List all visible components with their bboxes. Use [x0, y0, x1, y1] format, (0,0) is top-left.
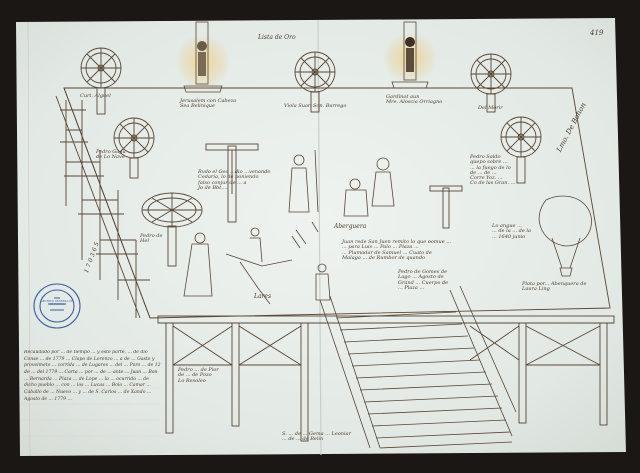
stake-label-2: Gardinot aun Mre. Aloscia Orriagno — [386, 94, 443, 106]
page-number: 419 — [590, 29, 604, 37]
stamp-text: ARCHIVO GENERAL DE SIMANCAS — [40, 300, 74, 306]
executioner-label: Aberguera — [334, 223, 367, 230]
wheel-label-5: Pedro de Hel — [140, 233, 163, 245]
ruled-lines — [22, 371, 160, 437]
wheel-label-2: Viola Suar. Son. Barrego — [284, 103, 347, 109]
scaffold-platform — [55, 87, 615, 442]
front-staircase — [319, 285, 517, 449]
gibbet-label: Pedro Saldo quepo sobre ... ... la fuego… — [470, 154, 516, 187]
left-margin-ruling — [27, 21, 31, 457]
stake-fire-icon — [175, 21, 231, 93]
lower-left-figure-label: Lares — [254, 293, 272, 300]
stake-label-1: Jerusalem con Cabeza Sea Belinique — [180, 98, 237, 110]
wheel-icon — [294, 51, 336, 113]
wheel-icon — [470, 53, 512, 113]
wheel-icon — [141, 192, 203, 267]
paper-sheet — [16, 18, 626, 456]
wheel-icon — [500, 116, 542, 184]
balloon-label: Lo angue ... ... de la ... de la ... 164… — [492, 223, 531, 240]
wheel-label-1: Curt. Alguel — [80, 93, 111, 99]
stake-fire-icon — [382, 21, 438, 89]
wheel-icon — [80, 47, 122, 115]
stamp-seal — [33, 283, 81, 329]
gallows-label: Rvdo el Geo ...dio ...venando Cedaria, l… — [198, 169, 271, 191]
balloon-bottom-label: Plata por... Abenquera de Laura Ling — [522, 281, 587, 293]
wheel-icon — [113, 117, 155, 179]
wheel-label-4: Pedro Gagu de Lo Nave — [96, 149, 126, 161]
under-stage-center: S. ... de ... Gema ... Leoniar ... de ..… — [282, 431, 351, 443]
figure-cluster — [183, 149, 395, 305]
right-note: Pedro de Gomes de Lago ... Agosto de Gra… — [398, 269, 449, 291]
wheel-label-3: Del Morir — [478, 105, 503, 111]
under-stage-left: Pedro ... de Pior de ... de Pozo Lo Reso… — [178, 367, 219, 384]
center-note: Juan rede San Juen remito lo que oomue .… — [342, 239, 452, 261]
balloon-icon — [538, 195, 592, 277]
note-paragraph: Recaudado por ... de tiempo ... y este p… — [24, 350, 161, 402]
gibbet-icon — [429, 185, 463, 229]
paper-fold — [317, 19, 322, 456]
gallows-icon — [205, 143, 259, 223]
top-center-label: Lista de Oro — [258, 34, 296, 41]
